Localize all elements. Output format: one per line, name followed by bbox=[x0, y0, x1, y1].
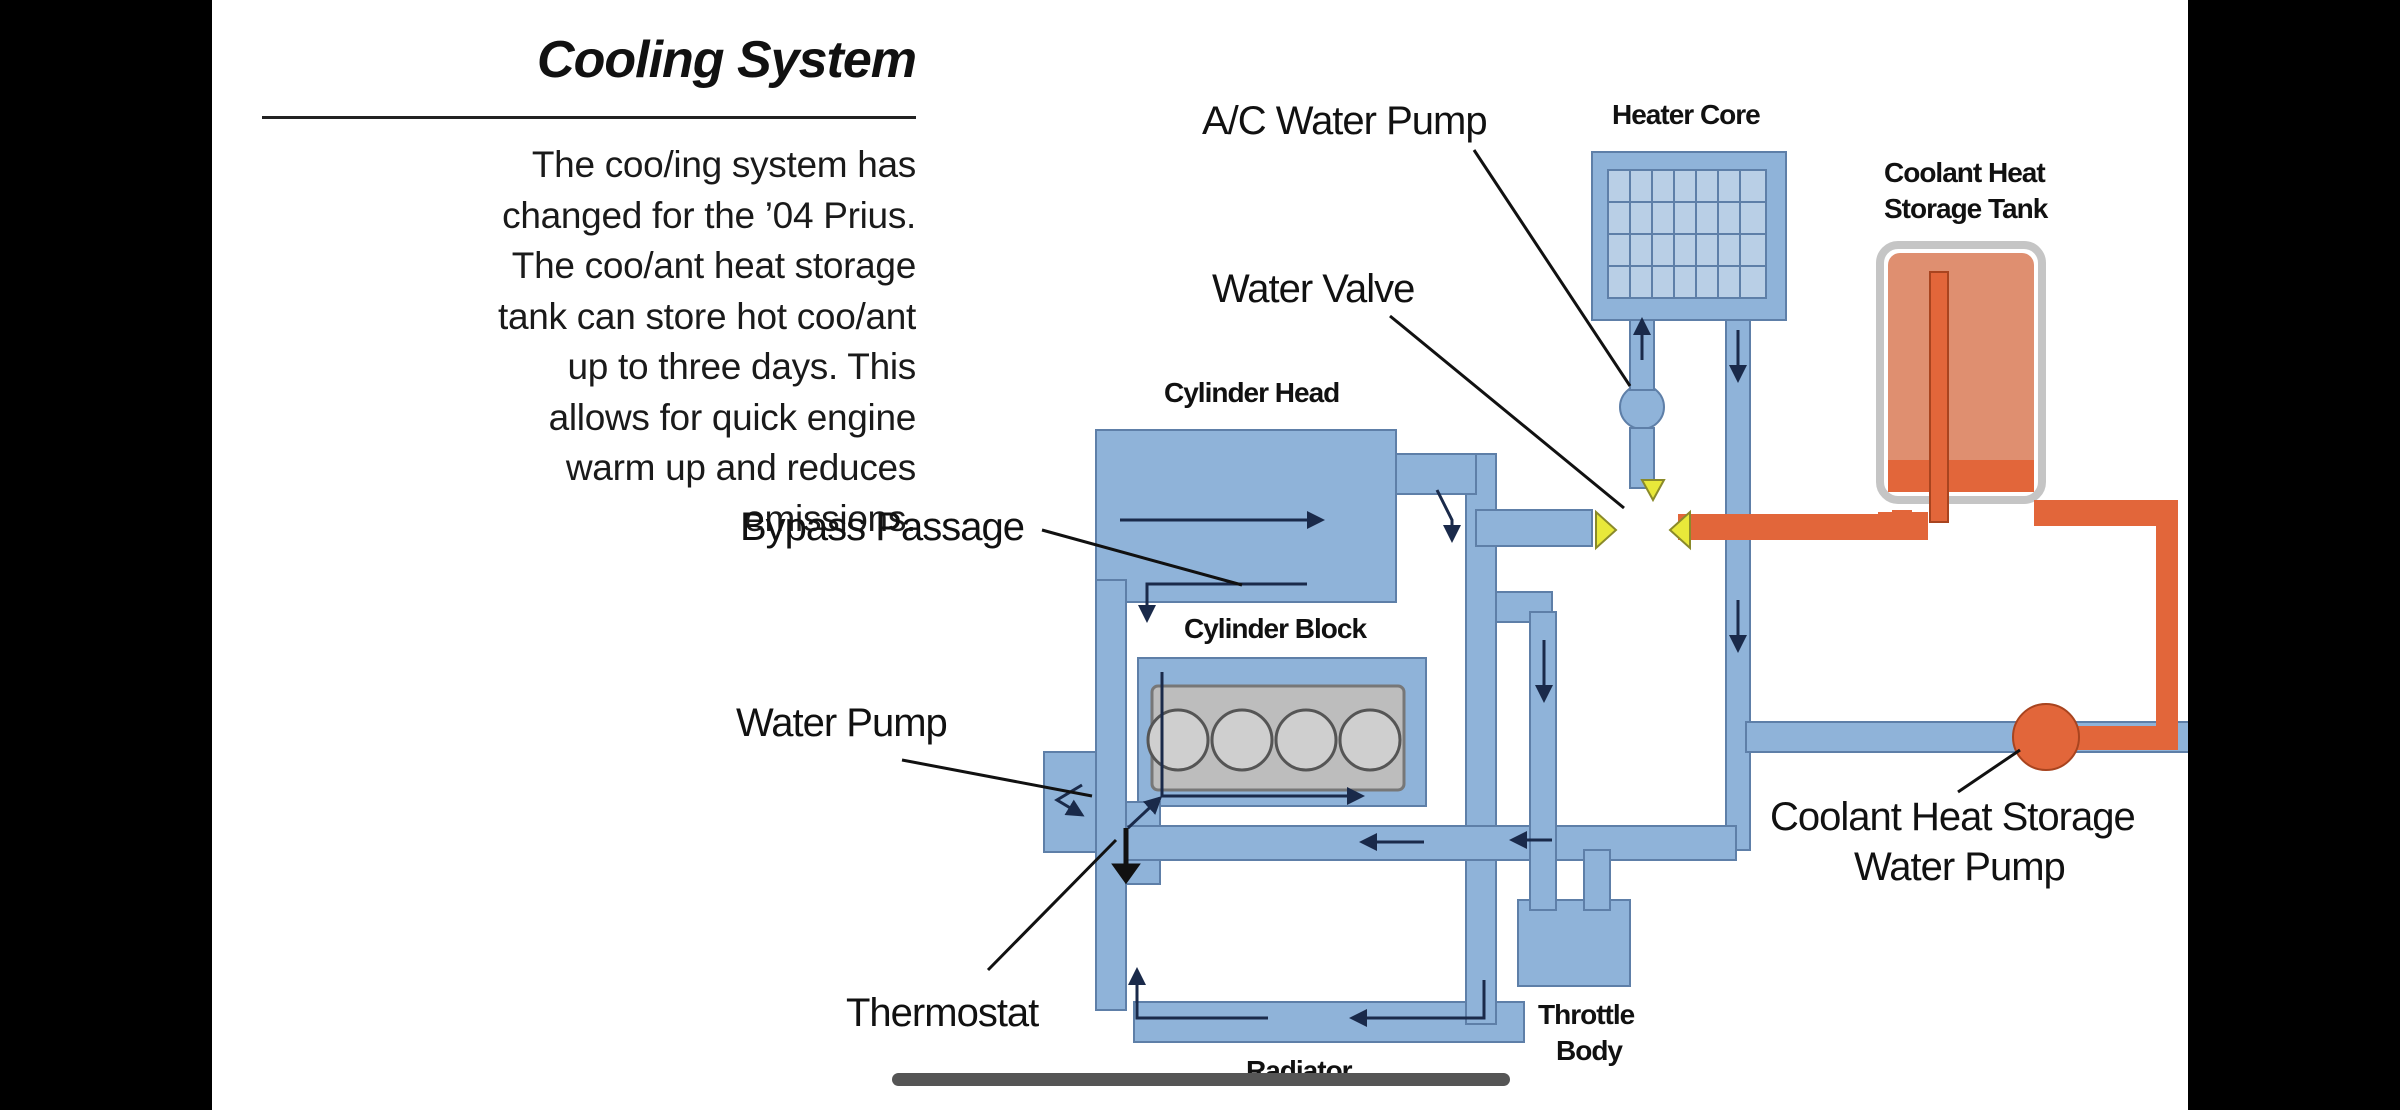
flow-arrow bbox=[1128, 967, 1268, 1020]
hot-pump-bottom bbox=[2074, 726, 2178, 750]
label-ac-water-pump: A/C Water Pump bbox=[1202, 99, 1487, 143]
leader-line bbox=[901, 758, 1093, 798]
label-bypass-passage: Bypass Passage bbox=[740, 505, 1024, 549]
hot-pump-feed-vertical bbox=[2156, 500, 2178, 748]
label-coolant-heat-storage-water-pump-line1: Coolant Heat Storage bbox=[1770, 795, 2135, 839]
label-heater-core: Heater Core bbox=[1612, 99, 1760, 130]
description-line: changed for the ’04 Prius. bbox=[502, 194, 916, 236]
label-coolant-heat-storage-tank-line2: Storage Tank bbox=[1884, 193, 2049, 224]
left-vertical-pipe bbox=[1095, 579, 1127, 1011]
leader-line bbox=[1041, 528, 1243, 587]
flow-arrow bbox=[1054, 783, 1085, 817]
hot-line-to-valve-2 bbox=[1678, 514, 1848, 540]
label-throttle-body-line1: Throttle bbox=[1538, 999, 1635, 1030]
ac-pump-down-pipe bbox=[1629, 427, 1655, 489]
heater-core-grid bbox=[1607, 169, 1767, 299]
flow-arrow bbox=[1126, 795, 1163, 830]
label-coolant-heat-storage-tank-line1: Coolant Heat bbox=[1884, 157, 2045, 188]
thermostat bbox=[1111, 828, 1141, 885]
title-divider bbox=[262, 116, 916, 119]
cooling-system-diagram: A/C Water Pump Heater Core Coolant Heat … bbox=[736, 99, 2188, 1086]
description-line: tank can store hot coo/ant bbox=[498, 295, 916, 337]
ac-water-pump bbox=[1619, 384, 1665, 430]
leader-line bbox=[1389, 314, 1625, 510]
heater-return-pipe bbox=[1725, 319, 1751, 851]
description-line: The coo/ant heat storage bbox=[511, 245, 917, 286]
label-throttle-body-line2: Body bbox=[1556, 1035, 1623, 1066]
slide-description: The coo/ing system has changed for the ’… bbox=[252, 140, 916, 544]
tank-fill bbox=[1888, 253, 2034, 485]
throttle-body bbox=[1517, 899, 1631, 987]
tank-hot-layer bbox=[1888, 460, 2034, 492]
label-cylinder-block: Cylinder Block bbox=[1184, 613, 1367, 644]
label-coolant-heat-storage-water-pump-line2: Water Pump bbox=[1854, 845, 2065, 889]
leader-line bbox=[1957, 748, 2021, 794]
description-line: The coo/ing system has bbox=[531, 144, 916, 185]
right-vertical-pipe bbox=[1465, 453, 1497, 1025]
description-line: warm up and reduces bbox=[565, 447, 916, 488]
flow-arrow bbox=[1349, 980, 1486, 1027]
label-cylinder-head: Cylinder Head bbox=[1164, 377, 1339, 408]
description-line: emissions. bbox=[744, 497, 916, 539]
water-valve bbox=[1595, 479, 1691, 551]
head-outlet-pipe bbox=[1395, 453, 1477, 495]
throttle-feed-pipe bbox=[1583, 849, 1611, 911]
home-indicator-bar[interactable] bbox=[892, 1073, 1510, 1086]
cylinder-head bbox=[1095, 429, 1397, 603]
flow-arrow bbox=[1138, 582, 1307, 623]
flow-arrow bbox=[1435, 489, 1461, 543]
description-line: up to three days. This bbox=[567, 346, 916, 387]
valve-feed-pipe bbox=[1475, 509, 1593, 547]
leader-line bbox=[986, 838, 1118, 972]
radiator bbox=[1133, 1001, 1525, 1043]
bottom-return-pipe bbox=[1125, 825, 1737, 861]
label-water-pump: Water Pump bbox=[736, 701, 947, 745]
tank-dip-tube bbox=[1929, 271, 1949, 523]
hot-pump-feed-horizontal bbox=[2034, 500, 2178, 526]
coolant-heat-storage-water-pump bbox=[2012, 703, 2080, 771]
slide: Cooling System The coo/ing system has ch… bbox=[212, 0, 2188, 1110]
label-thermostat: Thermostat bbox=[846, 991, 1039, 1035]
page-title: Cooling System bbox=[537, 31, 917, 89]
label-water-valve: Water Valve bbox=[1212, 267, 1414, 311]
leader-line bbox=[1472, 149, 1632, 387]
description-line: allows for quick engine bbox=[548, 396, 917, 438]
cylinder-bores bbox=[1146, 684, 1406, 792]
